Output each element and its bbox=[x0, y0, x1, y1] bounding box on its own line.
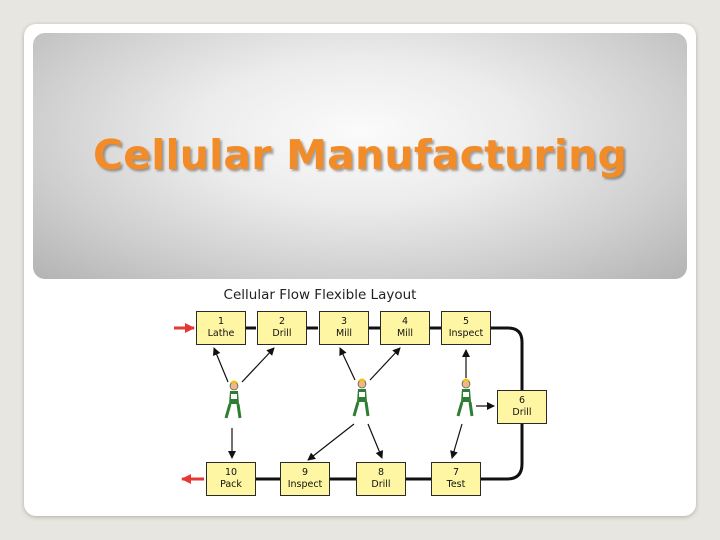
station-number: 3 bbox=[340, 316, 348, 327]
station-label: Test bbox=[446, 479, 466, 490]
station-10: 10 Pack bbox=[206, 462, 256, 496]
title-banner: Cellular Manufacturing bbox=[33, 33, 687, 279]
station-label: Drill bbox=[371, 479, 391, 490]
station-6: 6 Drill bbox=[497, 390, 547, 424]
worker-icon bbox=[352, 378, 370, 417]
worker-icon bbox=[224, 380, 242, 419]
station-number: 2 bbox=[278, 316, 286, 327]
station-2: 2 Drill bbox=[257, 311, 307, 345]
station-label: Inspect bbox=[448, 328, 484, 339]
station-7: 7 Test bbox=[431, 462, 481, 496]
diagram-title: Cellular Flow Flexible Layout bbox=[223, 287, 417, 303]
station-number: 1 bbox=[217, 316, 225, 327]
worker-icon bbox=[456, 378, 474, 417]
station-label: Drill bbox=[272, 328, 292, 339]
station-number: 8 bbox=[377, 467, 385, 478]
station-number: 10 bbox=[224, 467, 238, 478]
station-label: Mill bbox=[335, 328, 353, 339]
station-number: 6 bbox=[518, 395, 526, 406]
conveyor-loop bbox=[246, 326, 524, 481]
station-label: Mill bbox=[396, 328, 414, 339]
station-number: 5 bbox=[462, 316, 470, 327]
station-5: 5 Inspect bbox=[441, 311, 491, 345]
station-number: 9 bbox=[301, 467, 309, 478]
station-4: 4 Mill bbox=[380, 311, 430, 345]
slide-title: Cellular Manufacturing bbox=[92, 131, 628, 179]
station-label: Pack bbox=[220, 479, 242, 490]
station-number: 4 bbox=[401, 316, 409, 327]
station-1: 1 Lathe bbox=[196, 311, 246, 345]
station-3: 3 Mill bbox=[319, 311, 369, 345]
station-8: 8 Drill bbox=[356, 462, 406, 496]
station-9: 9 Inspect bbox=[280, 462, 330, 496]
station-label: Inspect bbox=[287, 479, 323, 490]
slide: Cellular Manufacturing bbox=[24, 24, 696, 516]
station-label: Drill bbox=[512, 407, 532, 418]
station-label: Lathe bbox=[207, 328, 235, 339]
station-number: 7 bbox=[452, 467, 460, 478]
